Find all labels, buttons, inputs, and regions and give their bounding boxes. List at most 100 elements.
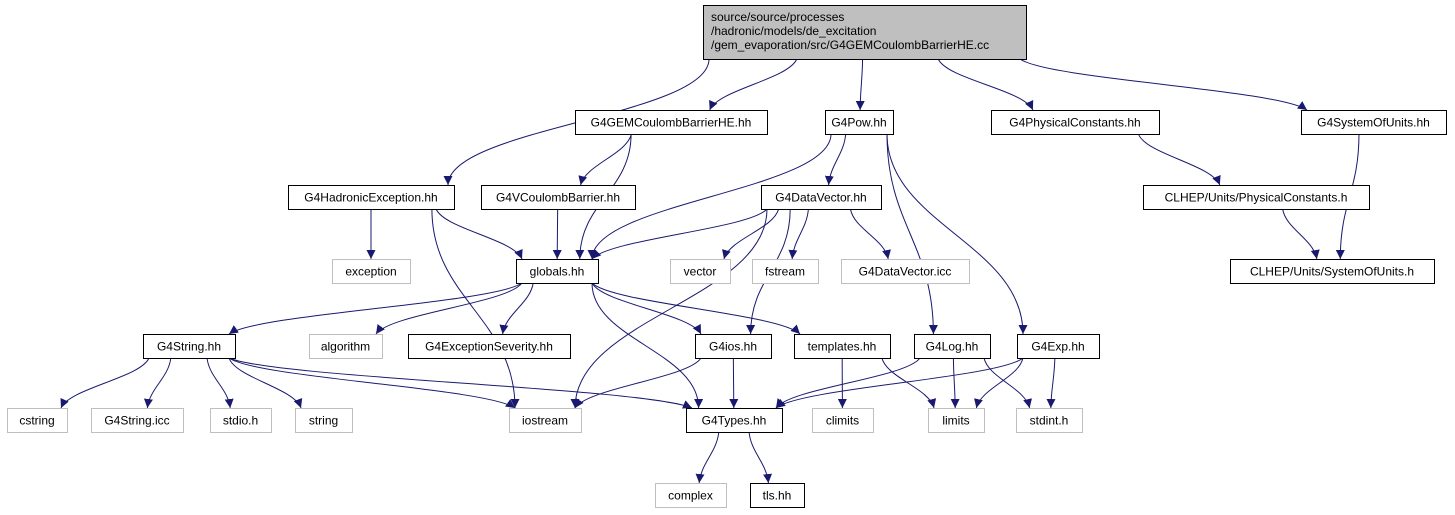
node-box bbox=[812, 408, 874, 433]
node-g4vcb[interactable]: G4VCoulombBarrier.hh bbox=[481, 185, 636, 210]
node-root[interactable]: source/source/processes/hadronic/models/… bbox=[703, 5, 1027, 60]
node-label: climits bbox=[826, 414, 859, 428]
node-box bbox=[655, 483, 727, 508]
edge-g4string-to-g4types bbox=[228, 357, 693, 409]
edge-line bbox=[578, 133, 632, 186]
node-complex[interactable]: complex bbox=[655, 483, 727, 508]
edge-g4datavec-to-vector bbox=[722, 208, 780, 260]
node-g4exp[interactable]: G4Exp.hh bbox=[1017, 334, 1100, 359]
edge-line bbox=[855, 58, 865, 111]
node-tls[interactable]: tls.hh bbox=[750, 483, 805, 508]
edge-g4exp-to-stdint bbox=[1046, 357, 1056, 409]
edge-line bbox=[591, 282, 704, 409]
node-stdio[interactable]: stdio.h bbox=[210, 408, 272, 433]
node-box bbox=[928, 408, 985, 433]
node-label: G4PhysicalConstants.hh bbox=[1009, 116, 1140, 130]
node-cstring[interactable]: cstring bbox=[7, 408, 68, 433]
node-string[interactable]: string bbox=[295, 408, 353, 433]
node-label: CLHEP/Units/SystemOfUnits.h bbox=[1250, 265, 1414, 279]
node-label: exception bbox=[345, 265, 396, 279]
node-label: G4ExceptionSeverity.hh bbox=[425, 340, 553, 354]
edge-line bbox=[228, 282, 523, 335]
node-g4dvicc[interactable]: G4DataVector.icc bbox=[841, 259, 970, 284]
edge-line bbox=[748, 431, 773, 484]
node-box bbox=[752, 259, 819, 284]
edge-g4physconst-to-clhep-phys bbox=[1137, 133, 1221, 186]
edge-g4string-to-stdio bbox=[206, 357, 234, 409]
edge-line bbox=[983, 357, 1032, 409]
edge-g4datavec-to-fstream bbox=[788, 208, 809, 260]
node-g4log[interactable]: G4Log.hh bbox=[914, 334, 991, 359]
node-g4types[interactable]: G4Types.hh bbox=[686, 408, 783, 433]
node-label: limits bbox=[942, 414, 969, 428]
node-g4hadexc[interactable]: G4HadronicException.hh bbox=[288, 185, 455, 210]
node-vector[interactable]: vector bbox=[670, 259, 731, 284]
edge-line bbox=[435, 208, 523, 260]
node-stdint[interactable]: stdint.h bbox=[1016, 408, 1083, 433]
node-box bbox=[481, 185, 636, 210]
edge-g4string-to-string bbox=[228, 357, 303, 409]
node-g4ios[interactable]: G4ios.hh bbox=[695, 334, 772, 359]
node-box bbox=[761, 185, 882, 210]
edge-root-to-g4physconst bbox=[937, 58, 1034, 111]
node-label: stdio.h bbox=[223, 414, 258, 428]
node-label: G4DataVector.hh bbox=[775, 191, 866, 205]
edge-line bbox=[228, 357, 303, 409]
node-g4string[interactable]: G4String.hh bbox=[143, 334, 236, 359]
node-g4pow[interactable]: G4Pow.hh bbox=[825, 110, 894, 135]
node-globals[interactable]: globals.hh bbox=[516, 259, 599, 284]
node-box bbox=[288, 185, 455, 210]
edge-line bbox=[775, 357, 1024, 409]
node-box bbox=[750, 483, 805, 508]
edge-g4pow-to-globals bbox=[587, 133, 832, 260]
edge-g4datavec-to-globals bbox=[591, 208, 768, 260]
node-box bbox=[914, 334, 991, 359]
node-clhep-sys[interactable]: CLHEP/Units/SystemOfUnits.h bbox=[1230, 259, 1435, 284]
edge-line bbox=[591, 282, 801, 335]
node-iostream[interactable]: iostream bbox=[509, 408, 582, 433]
node-label-line: source/source/processes bbox=[711, 10, 844, 24]
edge-line bbox=[587, 133, 832, 260]
node-g4excsev[interactable]: G4ExceptionSeverity.hh bbox=[408, 334, 571, 359]
node-label: stdint.h bbox=[1030, 414, 1069, 428]
node-box bbox=[794, 334, 891, 359]
edge-line bbox=[206, 357, 234, 409]
edge-g4ios-to-iostream bbox=[574, 357, 702, 409]
node-exception[interactable]: exception bbox=[332, 259, 411, 284]
node-label: G4ios.hh bbox=[709, 340, 757, 354]
node-box bbox=[516, 259, 599, 284]
node-label: G4HadronicException.hh bbox=[304, 191, 437, 205]
node-fstream[interactable]: fstream bbox=[752, 259, 819, 284]
edge-line bbox=[974, 357, 1024, 409]
node-label: templates.hh bbox=[808, 340, 877, 354]
node-g4datavec[interactable]: G4DataVector.hh bbox=[761, 185, 882, 210]
node-box bbox=[408, 334, 571, 359]
node-g4physconst[interactable]: G4PhysicalConstants.hh bbox=[991, 110, 1160, 135]
edge-g4string-to-iostream bbox=[228, 357, 516, 409]
node-g4stricc[interactable]: G4String.icc bbox=[91, 408, 184, 433]
node-label: tls.hh bbox=[763, 489, 792, 503]
node-label: G4VCoulombBarrier.hh bbox=[496, 191, 620, 205]
node-g4gemcb[interactable]: G4GEMCoulombBarrierHE.hh bbox=[575, 110, 768, 135]
node-box bbox=[695, 334, 772, 359]
node-label: G4Exp.hh bbox=[1031, 340, 1084, 354]
edge-globals-to-g4excsev bbox=[499, 282, 534, 335]
node-label-line: /hadronic/models/de_excitation bbox=[711, 24, 876, 38]
node-label: G4GEMCoulombBarrierHE.hh bbox=[591, 116, 752, 130]
edge-g4exp-to-g4types bbox=[775, 357, 1024, 409]
node-limits[interactable]: limits bbox=[928, 408, 985, 433]
edge-g4datavec-to-g4dvicc bbox=[849, 208, 891, 260]
node-label: G4String.icc bbox=[104, 414, 169, 428]
node-g4sysunits[interactable]: G4SystemOfUnits.hh bbox=[1301, 110, 1447, 135]
node-box bbox=[332, 259, 411, 284]
node-box bbox=[703, 5, 1027, 60]
node-templates[interactable]: templates.hh bbox=[794, 334, 891, 359]
edge-g4hadexc-to-globals bbox=[435, 208, 523, 260]
edge-g4datavec-to-iostream bbox=[570, 208, 768, 409]
node-clhep-phys[interactable]: CLHEP/Units/PhysicalConstants.h bbox=[1143, 185, 1370, 210]
edge-line bbox=[570, 208, 768, 409]
node-algorithm[interactable]: algorithm bbox=[309, 334, 383, 359]
node-climits[interactable]: climits bbox=[812, 408, 874, 433]
node-box bbox=[143, 334, 236, 359]
